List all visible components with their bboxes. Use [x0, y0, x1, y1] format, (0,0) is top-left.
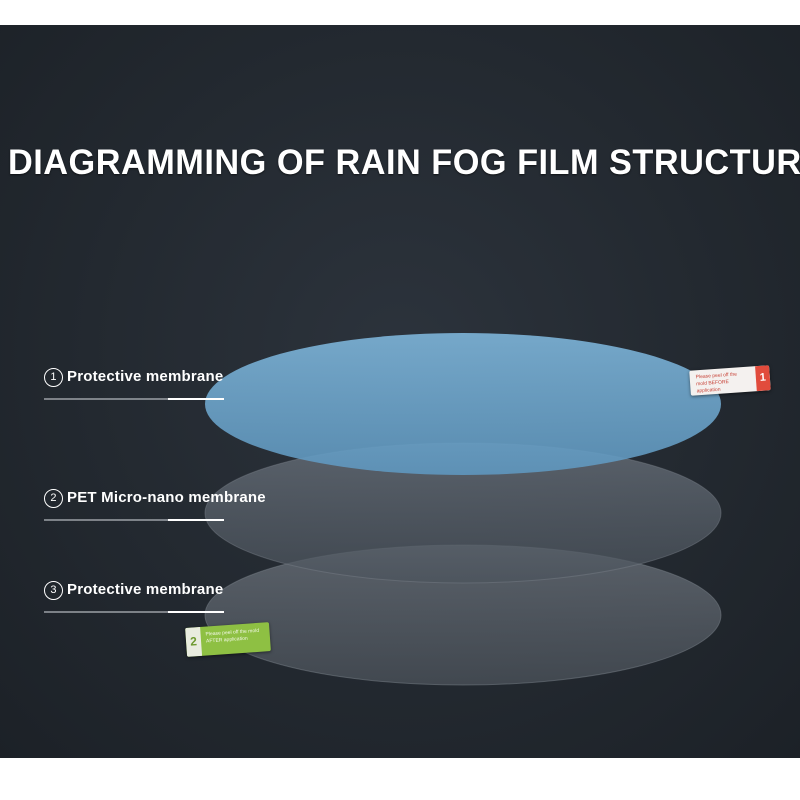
film-layers [44, 333, 722, 686]
layer-2-number: 2 [44, 489, 63, 508]
peel-tab-1-number: 1 [755, 365, 771, 392]
peel-tab-2-number: 2 [185, 626, 203, 657]
diagram-canvas: DIAGRAMMING OF RAIN FOG FILM STRUCTURE [0, 25, 800, 758]
layer-1-ellipse [205, 333, 721, 475]
layer-3-number: 3 [44, 581, 63, 600]
peel-tab-2: 2 Please peel off the mold AFTER applica… [185, 622, 271, 657]
layer-3-text: Protective membrane [67, 581, 224, 598]
diagram-title: DIAGRAMMING OF RAIN FOG FILM STRUCTURE [8, 143, 800, 182]
peel-tab-2-text: Please peel off the mold AFTER applicati… [205, 627, 260, 645]
layer-1-text: Protective membrane [67, 368, 224, 385]
peel-tab-1-text: Please peel off the mold BEFORE applicat… [695, 371, 738, 395]
layer-1-number: 1 [44, 368, 63, 387]
layer-2-text: PET Micro-nano membrane [67, 489, 266, 506]
